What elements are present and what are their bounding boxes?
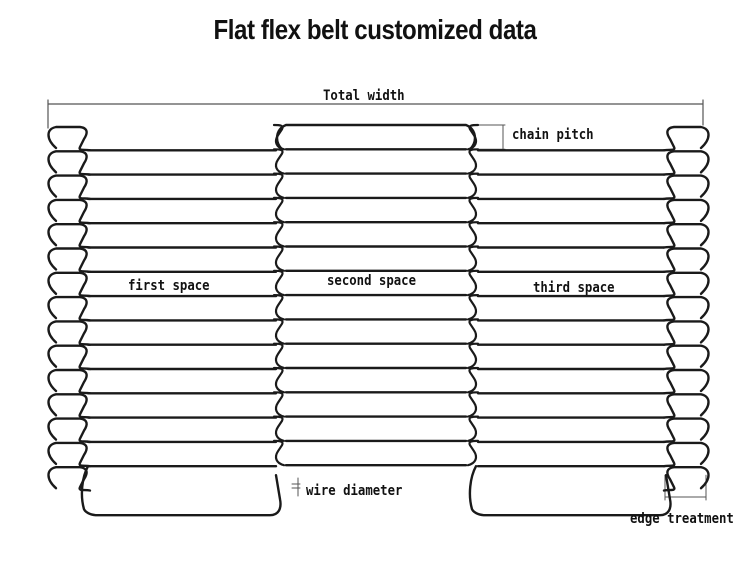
center-right-link bbox=[466, 391, 480, 418]
edge-treatment-label: edge treatment bbox=[630, 511, 734, 527]
center-left-link bbox=[272, 148, 286, 175]
total-width-dimension-line bbox=[47, 99, 704, 129]
center-left-link bbox=[272, 342, 286, 370]
center-right-link bbox=[466, 294, 480, 321]
right-edge-hook bbox=[662, 466, 710, 492]
wire-diameter-dimension-line bbox=[291, 477, 301, 497]
left-edge-hook bbox=[47, 150, 92, 176]
right-edge-hook bbox=[662, 417, 710, 444]
center-left-link bbox=[272, 318, 286, 345]
center-left-link bbox=[272, 269, 286, 297]
left-edge-hook bbox=[47, 247, 92, 273]
left-edge-hook bbox=[47, 417, 92, 444]
center-right-link bbox=[466, 196, 480, 224]
center-left-link bbox=[272, 366, 286, 394]
total-width-label: Total width bbox=[323, 88, 405, 104]
left-edge-hook bbox=[47, 125, 92, 152]
first-space-label: first space bbox=[128, 278, 210, 294]
left-bottom-loop bbox=[80, 465, 282, 517]
right-edge-hook bbox=[662, 441, 710, 468]
center-left-link bbox=[272, 439, 286, 467]
right-edge-hook bbox=[662, 247, 710, 273]
left-edge-hook bbox=[47, 223, 92, 249]
right-edge-hook bbox=[662, 223, 710, 249]
left-edge-hook bbox=[47, 271, 92, 298]
left-edge-hook bbox=[47, 441, 92, 468]
center-right-link bbox=[466, 318, 480, 345]
center-right-link bbox=[466, 415, 480, 442]
center-right-link bbox=[466, 439, 480, 467]
center-right-link bbox=[466, 245, 480, 272]
left-edge-hook bbox=[47, 393, 92, 419]
center-top-loop bbox=[275, 123, 477, 151]
wire-diameter-label: wire diameter bbox=[306, 483, 403, 499]
center-left-link bbox=[272, 245, 286, 272]
center-right-link bbox=[466, 172, 480, 199]
center-right-link bbox=[466, 342, 480, 370]
center-left-link bbox=[272, 196, 286, 224]
right-edge-hook bbox=[662, 174, 710, 201]
right-edge-hook bbox=[662, 150, 710, 176]
right-edge-hook bbox=[662, 368, 710, 395]
right-bottom-loop bbox=[468, 465, 672, 517]
right-edge-hook bbox=[662, 393, 710, 419]
right-edge-hook bbox=[662, 198, 710, 225]
center-right-link bbox=[466, 269, 480, 297]
center-right-link bbox=[466, 148, 480, 175]
left-edge-hook bbox=[47, 368, 92, 395]
right-edge-hook bbox=[662, 271, 710, 298]
chain-pitch-dimension-line bbox=[475, 124, 506, 150]
center-left-link bbox=[272, 415, 286, 442]
left-edge-hook bbox=[47, 295, 92, 322]
center-left-link bbox=[272, 294, 286, 321]
center-left-link bbox=[272, 221, 286, 248]
center-right-link bbox=[466, 366, 480, 394]
diagram-title: Flat flex belt customized data bbox=[213, 14, 537, 45]
center-right-link bbox=[466, 221, 480, 248]
second-space-label: second space bbox=[327, 273, 417, 289]
left-edge-hook bbox=[47, 320, 92, 346]
left-edge-hook bbox=[47, 198, 92, 225]
chain-pitch-label: chain pitch bbox=[512, 127, 594, 143]
right-edge-hook bbox=[662, 344, 710, 371]
edge-treatment-dimension-line bbox=[664, 474, 707, 501]
right-edge-hook bbox=[662, 125, 710, 152]
right-edge-hook bbox=[662, 295, 710, 322]
center-left-link bbox=[272, 391, 286, 418]
center-left-link bbox=[272, 172, 286, 199]
left-edge-hook bbox=[47, 344, 92, 371]
third-space-label: third space bbox=[533, 280, 615, 296]
left-edge-hook bbox=[47, 174, 92, 201]
right-edge-hook bbox=[662, 320, 710, 346]
